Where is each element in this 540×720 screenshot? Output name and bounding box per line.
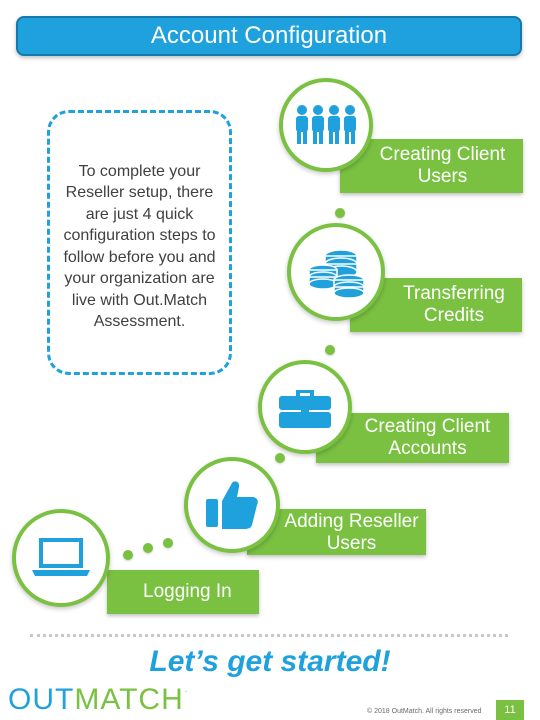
path-dot (335, 208, 345, 218)
intro-text: To complete your Reseller setup, there a… (63, 162, 216, 331)
path-dot (163, 538, 173, 548)
page-title: Account Configuration (150, 22, 388, 49)
path-dot (325, 345, 335, 355)
step-transferring-credits-circle (287, 223, 385, 321)
step-creating-client-users-label: Creating Client Users (340, 139, 523, 193)
thumbs-up-icon (206, 481, 258, 529)
path-dot (143, 543, 153, 553)
step-label-text: Adding Reseller Users (284, 511, 419, 554)
laptop-icon (32, 538, 90, 576)
copyright-notice: © 2018 OutMatch. All rights reserved (367, 708, 482, 715)
step-adding-reseller-users-circle (184, 457, 280, 553)
logo-mark: . (184, 684, 189, 694)
path-dot (275, 453, 285, 463)
step-label-text: Logging In (143, 581, 232, 602)
intro-callout: To complete your Reseller setup, there a… (47, 110, 232, 375)
step-label-text: Creating Client Accounts (364, 416, 491, 459)
step-logging-in-label: Logging In (107, 570, 259, 614)
step-creating-client-accounts-circle (258, 360, 352, 454)
path-dot (123, 550, 133, 560)
logo-text-out: OUT (8, 683, 75, 716)
step-label-text: Transferring Credits (403, 283, 505, 326)
logo-text-match: MATCH (74, 683, 184, 716)
step-label-text: Creating Client Users (379, 144, 506, 187)
footer-divider (30, 634, 508, 637)
group-of-people-icon (296, 105, 356, 144)
page-number: 11 (496, 700, 524, 720)
step-creating-client-accounts-label: Creating Client Accounts (316, 413, 509, 463)
call-to-action-heading: Let’s get started! (149, 645, 391, 678)
step-creating-client-users-circle (279, 78, 373, 172)
page-title-banner: Account Configuration (16, 16, 522, 56)
step-logging-in-circle (12, 509, 110, 607)
briefcase-icon (279, 390, 331, 428)
coin-stacks-icon (308, 249, 365, 299)
